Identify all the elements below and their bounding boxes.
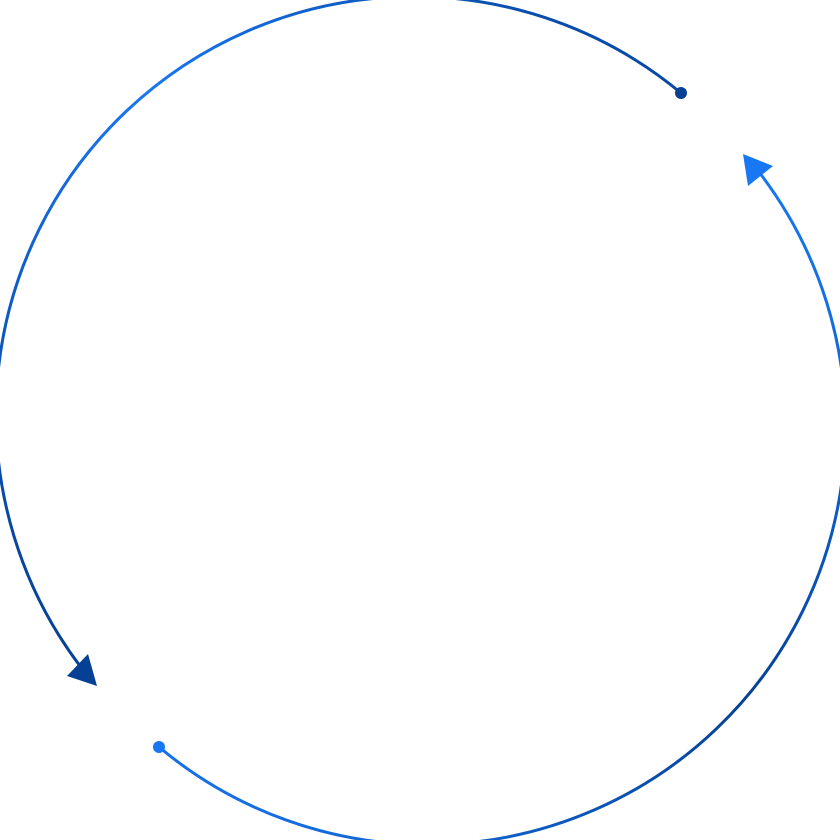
left-arc-arrowhead [67, 654, 97, 686]
right-arc-start-dot [153, 741, 165, 753]
left-arc [0, 0, 682, 667]
right-arc-arrowhead [743, 154, 773, 186]
right-arc [158, 171, 840, 840]
left-arc-start-dot [675, 87, 687, 99]
